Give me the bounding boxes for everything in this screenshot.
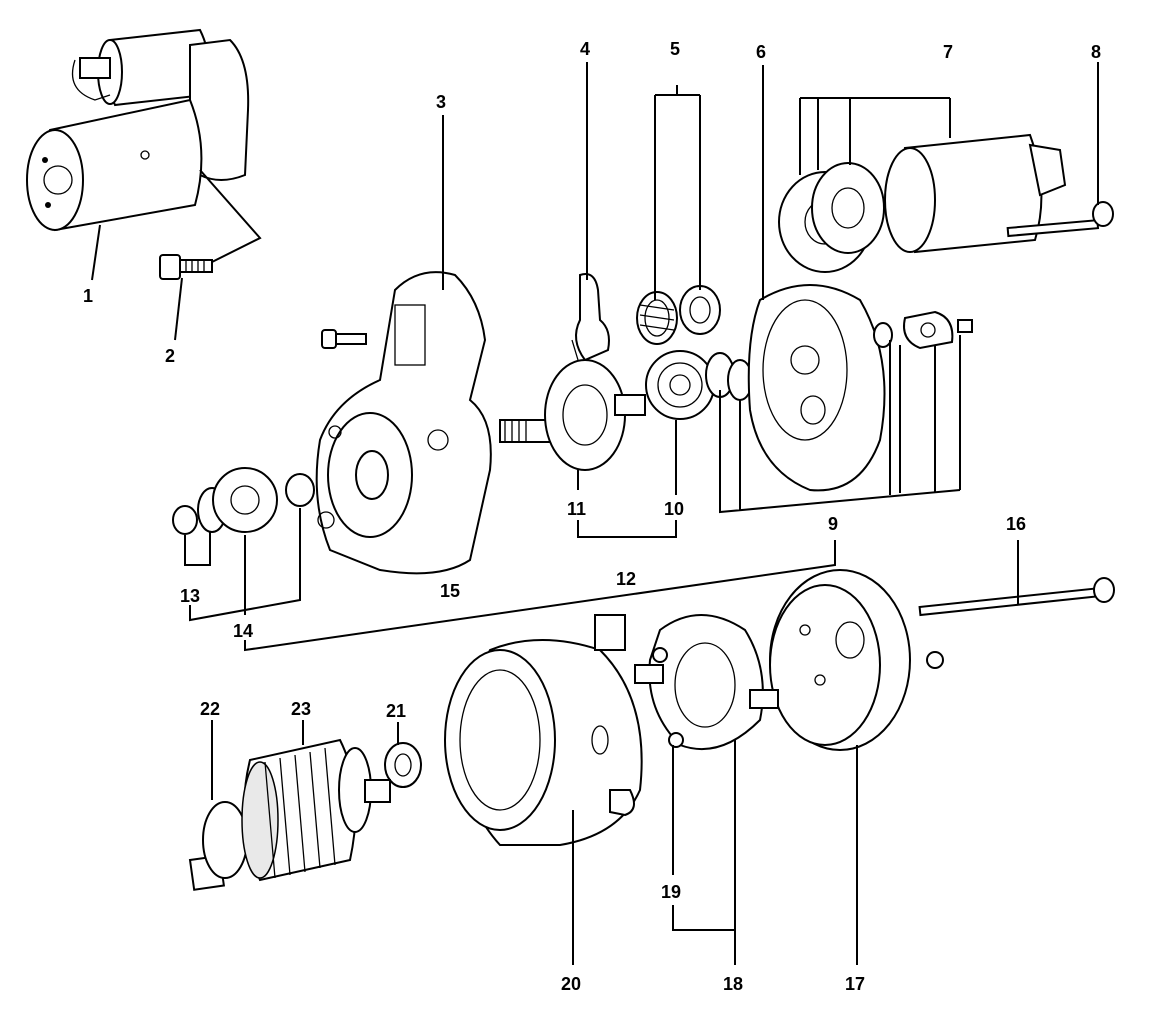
callout-21: 21 [386,701,406,721]
armature [188,738,391,891]
callout-4: 4 [580,39,590,59]
callout-labels: 1 2 3 4 5 6 7 8 9 10 11 12 13 14 15 16 1… [83,39,1101,994]
callout-5: 5 [670,39,680,59]
mounting-bolt [159,254,213,280]
callout-12: 12 [616,569,636,589]
callout-17: 17 [845,974,865,994]
leader-lines [91,62,1099,965]
housing-screw [321,329,367,349]
callout-1: 1 [83,286,93,306]
circlip [172,505,198,535]
callout-11: 11 [567,499,586,519]
washers [705,352,753,401]
through-bolt-lower [918,577,1115,669]
terminal-bracket [873,310,973,350]
callout-10: 10 [664,499,684,519]
commutator-end-cover [769,569,911,751]
callout-8: 8 [1091,42,1101,62]
callout-3: 3 [436,92,446,112]
callout-2: 2 [165,346,175,366]
pinion-gear [197,467,315,533]
solenoid-switch [778,133,1067,273]
callout-16: 16 [1006,514,1026,534]
shift-lever [571,273,610,362]
callout-13: 13 [180,586,200,606]
bearing [384,742,422,788]
callout-19: 19 [661,882,681,902]
spring-and-plunger [636,285,721,345]
callout-20: 20 [561,974,581,994]
callout-6: 6 [756,42,766,62]
gear-housing-cover [747,284,886,492]
callout-18: 18 [723,974,743,994]
callout-9: 9 [828,514,838,534]
internal-gear [645,350,715,420]
callout-14: 14 [233,621,253,641]
drive-end-housing [315,271,492,575]
planet-carrier-shaft [499,359,646,471]
callout-22: 22 [200,699,220,719]
field-frame-yoke [444,614,643,846]
assembled-starter-motor [26,28,250,232]
callout-23: 23 [291,699,311,719]
through-bolt-upper [1006,201,1114,238]
callout-7: 7 [943,42,953,62]
callout-15: 15 [440,581,460,601]
brush-holder [634,614,779,751]
